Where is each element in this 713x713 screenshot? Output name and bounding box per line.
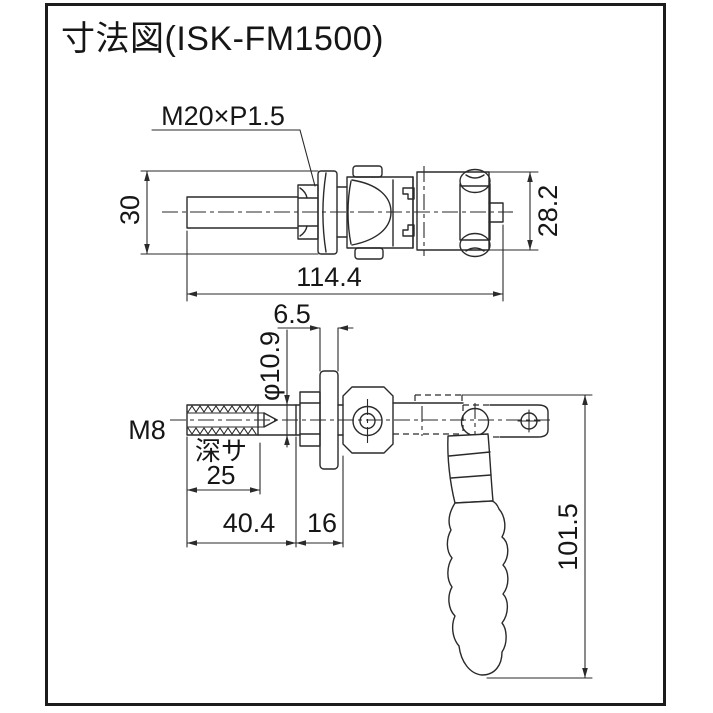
drawing-title: 寸法図(ISK-FM1500) bbox=[61, 20, 384, 58]
arm-body-top bbox=[416, 166, 504, 258]
spindle-tip bbox=[488, 202, 504, 223]
arm-end-plate bbox=[462, 404, 549, 438]
dim-114-4-label: 114.4 bbox=[296, 262, 362, 292]
clamp-head bbox=[346, 165, 415, 260]
hex-nut-front bbox=[295, 391, 321, 447]
dim-16-label: 16 bbox=[307, 508, 337, 538]
top-view: M20×P1.5 30 28.2 114.4 bbox=[115, 101, 563, 302]
dim-flange-height: 30 bbox=[115, 170, 319, 255]
dim-handle-drop: 101.5 bbox=[461, 394, 593, 679]
mounting-flange-front bbox=[319, 370, 339, 470]
dim-tapped-depth: 深サ 25 bbox=[186, 436, 261, 495]
drawing-frame-border bbox=[45, 3, 666, 706]
thread-label-m20: M20×P1.5 bbox=[161, 101, 285, 131]
bottom-view: 6.5 φ10.9 M8 深サ 25 bbox=[128, 299, 593, 679]
thread-callout-m20: M20×P1.5 bbox=[151, 101, 316, 187]
clamp-arm bbox=[392, 394, 464, 436]
handle bbox=[446, 433, 509, 676]
spindle-rod bbox=[186, 196, 299, 229]
threaded-shaft bbox=[186, 404, 297, 436]
dim-30-label: 30 bbox=[115, 195, 145, 225]
handle-neck bbox=[447, 433, 494, 504]
dim-101-5-label: 101.5 bbox=[553, 503, 583, 571]
dim-shaft-and-boss: 40.4 16 bbox=[186, 436, 344, 548]
dim-28-2-label: 28.2 bbox=[533, 185, 563, 238]
mounting-flange bbox=[317, 170, 348, 255]
dim-shaft-diameter: φ10.9 bbox=[255, 329, 290, 448]
dim-flange-thickness: 6.5 bbox=[273, 299, 354, 372]
handle-grip bbox=[446, 500, 509, 676]
rod-clevis bbox=[342, 386, 394, 454]
dim-40-4-label: 40.4 bbox=[223, 508, 276, 538]
depth-word-label: 深サ bbox=[195, 436, 247, 466]
dim-dia-10-9-label: φ10.9 bbox=[255, 331, 285, 401]
dim-6-5-label: 6.5 bbox=[273, 299, 311, 329]
dim-overall-length: 114.4 bbox=[186, 224, 504, 302]
dim-body-width: 28.2 bbox=[488, 171, 563, 251]
tapped-hole-label: M8 bbox=[128, 415, 166, 445]
depth-value-label: 25 bbox=[207, 460, 236, 490]
